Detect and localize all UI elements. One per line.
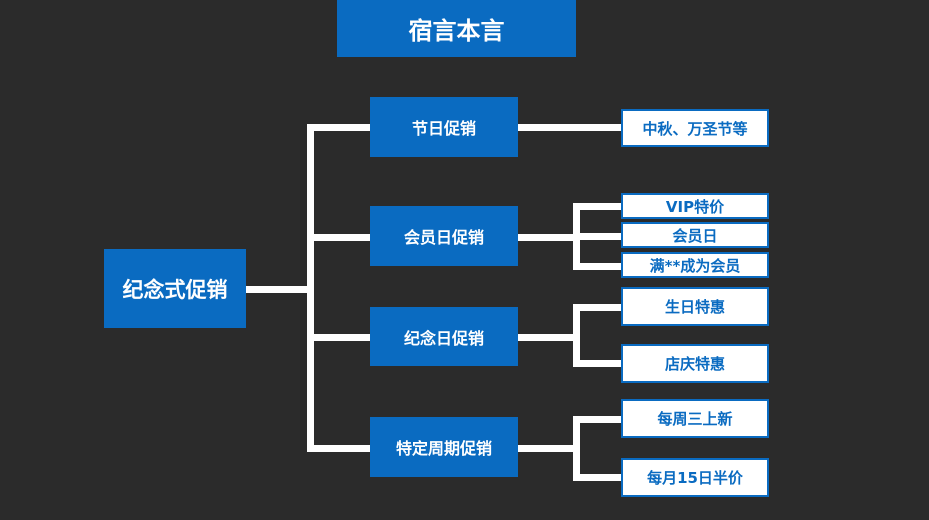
- connector-leaf-4-2: [573, 474, 622, 481]
- connector-branch-2: [307, 234, 371, 241]
- leaf-become-member: 满**成为会员: [621, 252, 769, 278]
- connector-leaf-3-2: [573, 360, 622, 367]
- leaf-member-day: 会员日: [621, 222, 769, 248]
- leaf-monthly-half-price: 每月15日半价: [621, 458, 769, 497]
- connector-leaf-3-1: [573, 304, 622, 311]
- connector-branch-1: [307, 124, 371, 131]
- page-title: 宿言本言: [337, 0, 576, 57]
- leaf-holidays: 中秋、万圣节等: [621, 109, 769, 147]
- leaf-store-anniversary-offer: 店庆特惠: [621, 344, 769, 383]
- connector-branch-4: [307, 445, 371, 452]
- connector-stem-3: [518, 334, 580, 341]
- connector-branch-3: [307, 334, 371, 341]
- connector-stem-2: [518, 234, 580, 241]
- connector-stem-4: [518, 445, 580, 452]
- connector-leaf-2-2: [573, 233, 622, 240]
- leaf-weekly-new: 每周三上新: [621, 399, 769, 438]
- leaf-vip-price: VIP特价: [621, 193, 769, 219]
- connector-leaf-2-3: [573, 263, 622, 270]
- connector-trunk: [307, 124, 314, 452]
- root-node: 纪念式促销: [104, 249, 246, 328]
- branch-node-periodic: 特定周期促销: [370, 417, 518, 477]
- branch-node-holiday: 节日促销: [370, 97, 518, 157]
- connector-leaf-2-1: [573, 203, 622, 210]
- leaf-birthday-offer: 生日特惠: [621, 287, 769, 326]
- connector-leaf-4-1: [573, 416, 622, 423]
- branch-node-member-day: 会员日促销: [370, 206, 518, 266]
- connector-vertical-4: [573, 416, 580, 481]
- branch-node-anniversary: 纪念日促销: [370, 307, 518, 366]
- connector-vertical-3: [573, 304, 580, 367]
- connector-root: [246, 286, 312, 293]
- connector-leaf-1-1: [518, 124, 622, 131]
